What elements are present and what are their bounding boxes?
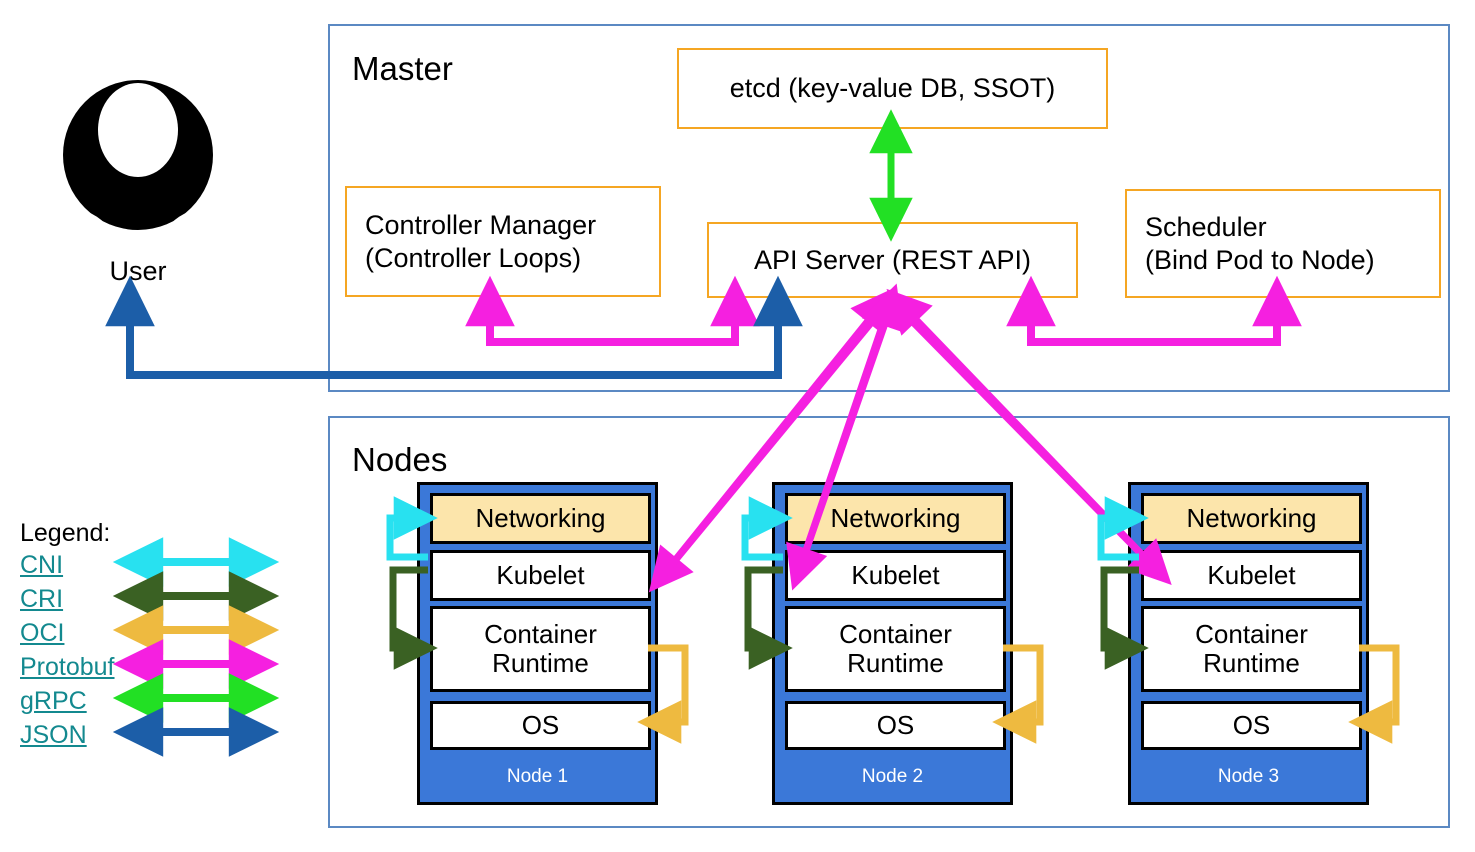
node-1-container-runtime-line1: Container (484, 619, 597, 650)
legend-item-oci-label[interactable]: OCI (20, 619, 65, 647)
node-3-kubelet-label: Kubelet (1207, 560, 1296, 591)
node-3-networking[interactable]: Networking (1141, 493, 1362, 544)
etcd-box[interactable]: etcd (key-value DB, SSOT) (677, 48, 1108, 129)
controller-manager-label-line2: (Controller Loops) (365, 242, 582, 273)
scheduler-label-line1: Scheduler (1145, 211, 1267, 242)
node-2-networking-label: Networking (830, 503, 961, 534)
controller-manager-box[interactable]: Controller Manager (Controller Loops) (345, 186, 661, 297)
node-3-label: Node 3 (1217, 766, 1280, 787)
node-3-os-label: OS (1232, 710, 1271, 741)
node-3-container-runtime-line2: Runtime (1203, 648, 1300, 678)
node-2-networking[interactable]: Networking (785, 493, 1006, 544)
api-server-box[interactable]: API Server (REST API) (707, 222, 1078, 298)
controller-manager-label-line1: Controller Manager (365, 209, 597, 240)
legend-item-grpc-label[interactable]: gRPC (20, 687, 87, 715)
legend-item-protobuf-label[interactable]: Protobuf (20, 653, 115, 681)
node-2-container-runtime-line2: Runtime (847, 648, 944, 678)
node-1-os-label: OS (521, 710, 560, 741)
legend-item-json-label[interactable]: JSON (20, 721, 87, 749)
node-3-networking-label: Networking (1186, 503, 1317, 534)
node-2-os[interactable]: OS (785, 701, 1006, 750)
node-3-container-runtime[interactable]: Container Runtime (1141, 606, 1362, 692)
node-3[interactable]: Networking Kubelet Container Runtime OS … (1128, 482, 1369, 805)
etcd-label: etcd (key-value DB, SSOT) (729, 73, 1056, 104)
node-1-kubelet-label: Kubelet (496, 560, 585, 591)
legend-item-cni-label[interactable]: CNI (20, 551, 64, 579)
api-server-label: API Server (REST API) (753, 244, 1032, 275)
node-2-os-label: OS (876, 710, 915, 741)
master-group-title: Master (352, 50, 453, 87)
node-2-container-runtime-line1: Container (839, 619, 952, 650)
node-3-container-runtime-line1: Container (1195, 619, 1308, 650)
scheduler-label-line2: (Bind Pod to Node) (1145, 244, 1375, 275)
node-1[interactable]: Networking Kubelet Container Runtime OS … (417, 482, 658, 805)
scheduler-box[interactable]: Scheduler (Bind Pod to Node) (1125, 189, 1441, 298)
node-3-os[interactable]: OS (1141, 701, 1362, 750)
user-caption: User (109, 256, 167, 286)
node-1-networking-label: Networking (475, 503, 606, 534)
node-2-label: Node 2 (861, 766, 924, 787)
node-2-container-runtime[interactable]: Container Runtime (785, 606, 1006, 692)
node-2[interactable]: Networking Kubelet Container Runtime OS … (772, 482, 1013, 805)
node-1-kubelet[interactable]: Kubelet (430, 550, 651, 601)
node-1-os[interactable]: OS (430, 701, 651, 750)
legend-title: Legend: (20, 519, 111, 547)
node-2-kubelet[interactable]: Kubelet (785, 550, 1006, 601)
legend-item-cri-label[interactable]: CRI (20, 585, 64, 613)
node-1-label: Node 1 (506, 766, 569, 787)
node-1-container-runtime[interactable]: Container Runtime (430, 606, 651, 692)
node-2-kubelet-label: Kubelet (851, 560, 940, 591)
node-3-kubelet[interactable]: Kubelet (1141, 550, 1362, 601)
node-1-container-runtime-line2: Runtime (492, 648, 589, 678)
nodes-group-title: Nodes (352, 441, 448, 478)
node-1-networking[interactable]: Networking (430, 493, 651, 544)
